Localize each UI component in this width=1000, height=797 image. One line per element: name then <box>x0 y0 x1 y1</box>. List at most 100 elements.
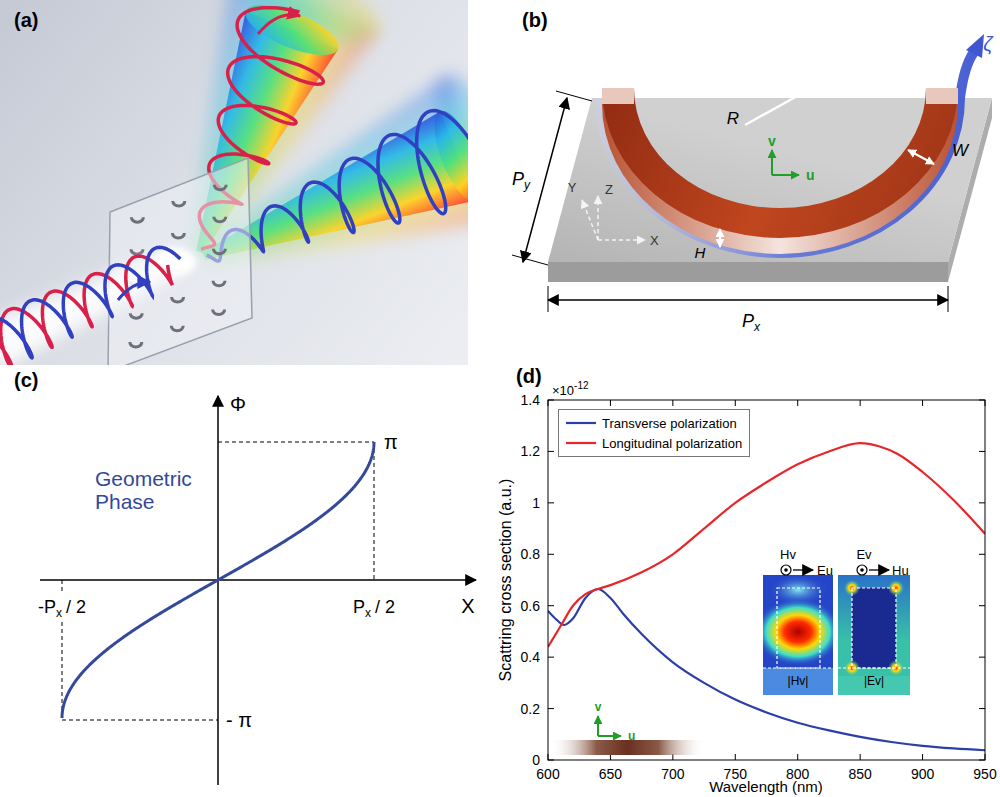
substrate-line <box>838 667 910 668</box>
dimension-arrow <box>548 299 948 301</box>
panel-label: (b) <box>522 10 548 30</box>
out-of-plane-symbol <box>857 565 867 575</box>
nano-arc <box>214 185 226 190</box>
zeta-arrowhead <box>966 34 984 58</box>
field-arrow <box>793 569 813 570</box>
math-label: Px <box>742 312 760 333</box>
panel-a-illustration <box>0 0 468 365</box>
nano-arc <box>131 249 143 254</box>
tick-mark <box>860 400 861 406</box>
label: Wavelength (nm) <box>709 779 823 794</box>
label: Y <box>568 181 577 194</box>
label: |Ev| <box>864 675 884 687</box>
math-part: y <box>524 178 530 192</box>
nano-arc <box>130 342 142 347</box>
panel-label: (c) <box>14 370 38 390</box>
x-axis <box>40 579 476 581</box>
tick-mark <box>610 400 611 406</box>
legend-line-sample <box>566 418 596 428</box>
ring-end <box>602 88 634 104</box>
substrate-region <box>763 668 833 695</box>
guide-line <box>62 580 63 594</box>
panel-label: (d) <box>516 366 542 386</box>
ring-section <box>550 740 705 755</box>
panel-label: (a) <box>14 10 38 30</box>
nano-arc <box>213 310 225 315</box>
substrate-region <box>838 676 910 695</box>
transverse-curve <box>548 589 985 750</box>
legend-line <box>566 422 596 424</box>
tick-mark <box>735 400 736 406</box>
tick-mark <box>672 400 673 406</box>
label: Hv <box>780 548 796 561</box>
math-label: -Px/ 2 <box>38 598 86 619</box>
math-part: ×10 <box>552 383 574 398</box>
coordinate-axis <box>597 196 599 240</box>
guide-line <box>62 720 218 721</box>
nanoring <box>602 88 958 238</box>
radius-line <box>745 60 862 125</box>
tick-mark <box>979 605 985 606</box>
structure-outline <box>777 588 820 668</box>
tick-mark <box>548 554 554 555</box>
label: Hu <box>892 564 909 577</box>
tick-label: 900 <box>911 767 934 781</box>
tick-label: 950 <box>973 767 996 781</box>
label: ζ <box>983 34 992 54</box>
tick-mark <box>985 754 986 760</box>
label: v <box>595 701 602 713</box>
hv-field-map <box>763 575 833 695</box>
tick-label: 0.2 <box>521 702 540 716</box>
label: u <box>628 730 635 742</box>
dimension-tick <box>512 255 548 265</box>
tick-label: 850 <box>848 767 871 781</box>
label: |Hv| <box>788 675 809 687</box>
math-label: Px/ 2 <box>353 598 395 619</box>
tick-mark <box>548 754 549 760</box>
nano-arc <box>131 217 143 222</box>
ev-field-map <box>838 575 910 695</box>
zeta-band <box>600 52 974 253</box>
math-part: / 2 <box>375 597 395 617</box>
tick-mark <box>979 554 985 555</box>
tick-mark <box>922 400 923 406</box>
tick-mark <box>548 708 554 709</box>
math-part: -P <box>38 597 56 617</box>
nano-arc <box>173 201 185 206</box>
plot-frame <box>548 400 985 760</box>
field-hotspot <box>888 580 904 596</box>
height-arrow <box>719 229 721 247</box>
nano-arc <box>172 297 184 302</box>
math-part: x <box>754 320 760 334</box>
tick-label: 1.2 <box>521 444 540 458</box>
y-axis <box>217 396 219 785</box>
tick-label: 1 <box>532 496 540 510</box>
field-arrow <box>869 569 889 570</box>
label: R <box>727 110 739 127</box>
tick-label: 1.4 <box>521 393 540 407</box>
tick-mark <box>979 657 985 658</box>
tick-mark <box>979 502 985 503</box>
label: X <box>650 234 659 247</box>
label: Eu <box>817 564 833 577</box>
field-hotspot <box>763 598 833 666</box>
tick-label: 0.6 <box>521 599 540 613</box>
tick-mark <box>548 760 554 761</box>
legend-entry: Transverse polarization <box>566 413 742 433</box>
tick-label: 700 <box>661 767 684 781</box>
u-axis <box>772 174 799 176</box>
legend-line <box>566 442 596 444</box>
panel-c-plot <box>40 396 476 785</box>
tick-label: 600 <box>536 767 559 781</box>
panel-d-chart <box>548 400 985 760</box>
tick-mark <box>548 400 549 406</box>
tick-mark <box>797 754 798 760</box>
label: - π <box>226 710 252 730</box>
nano-arc <box>213 249 225 254</box>
tick-mark <box>548 451 554 452</box>
slab-front <box>548 262 948 282</box>
label: Z <box>605 183 613 196</box>
label: Scattring cross section (a.u.) <box>498 479 514 682</box>
tick-label: 0 <box>532 753 540 767</box>
label: π <box>384 432 398 452</box>
